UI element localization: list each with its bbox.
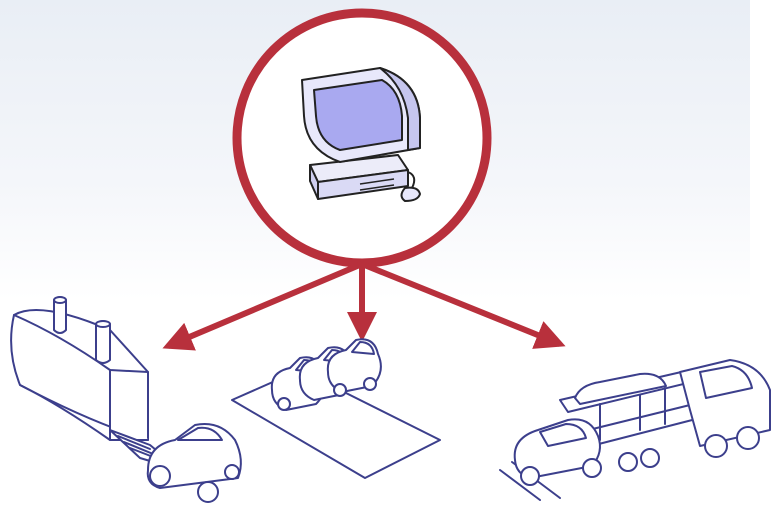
parking-lot-cars-icon: [232, 339, 440, 478]
hub-node: [237, 13, 487, 263]
car-transporter-truck-icon: [500, 360, 770, 500]
arrow-to-ship: [168, 264, 362, 346]
desktop-computer-icon: [302, 68, 420, 201]
arrow-to-truck: [362, 264, 560, 344]
distribution-arrows: [168, 264, 560, 346]
